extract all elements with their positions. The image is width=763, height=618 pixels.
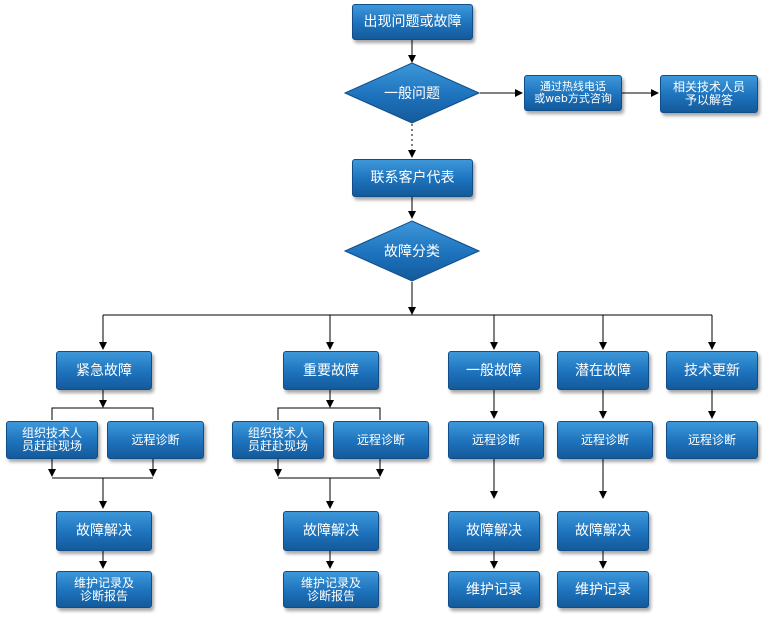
node-update-remote: 远程诊断 [666, 421, 758, 459]
node-important-report: 维护记录及 诊断报告 [283, 571, 379, 608]
node-potential: 潜在故障 [557, 351, 649, 390]
node-start: 出现问题或故障 [352, 4, 473, 40]
decision-fault-class: 故障分类 [344, 220, 480, 282]
node-urgent-remote: 远程诊断 [107, 421, 204, 459]
decision-fault-class-label: 故障分类 [384, 244, 440, 260]
node-potential-resolve: 故障解决 [557, 511, 649, 551]
node-urgent-resolve: 故障解决 [56, 511, 152, 551]
node-urgent-onsite: 组织技术人 员赶赴现场 [6, 421, 98, 459]
node-tech-update: 技术更新 [666, 351, 758, 390]
node-important-onsite: 组织技术人 员赶赴现场 [232, 421, 324, 459]
node-general-record: 维护记录 [448, 571, 540, 608]
decision-general-question: 一般问题 [344, 62, 480, 124]
node-general-fault: 一般故障 [448, 351, 540, 390]
node-important: 重要故障 [283, 351, 379, 390]
bracket-urgent-top [51, 407, 154, 420]
node-urgent: 紧急故障 [56, 351, 152, 390]
node-important-resolve: 故障解决 [283, 511, 379, 551]
node-potential-record: 维护记录 [557, 571, 649, 608]
node-tech-staff: 相关技术人员 予以解答 [660, 75, 758, 113]
decision-general-question-label: 一般问题 [384, 86, 440, 102]
node-contact-rep: 联系客户代表 [352, 159, 473, 197]
node-potential-remote: 远程诊断 [557, 421, 653, 459]
node-general-remote: 远程诊断 [448, 421, 544, 459]
bracket-important-top [277, 407, 381, 420]
node-hotline: 通过热线电话 或web方式咨询 [524, 75, 622, 111]
node-important-remote: 远程诊断 [333, 421, 429, 459]
node-urgent-report: 维护记录及 诊断报告 [56, 571, 152, 608]
node-general-resolve: 故障解决 [448, 511, 540, 551]
